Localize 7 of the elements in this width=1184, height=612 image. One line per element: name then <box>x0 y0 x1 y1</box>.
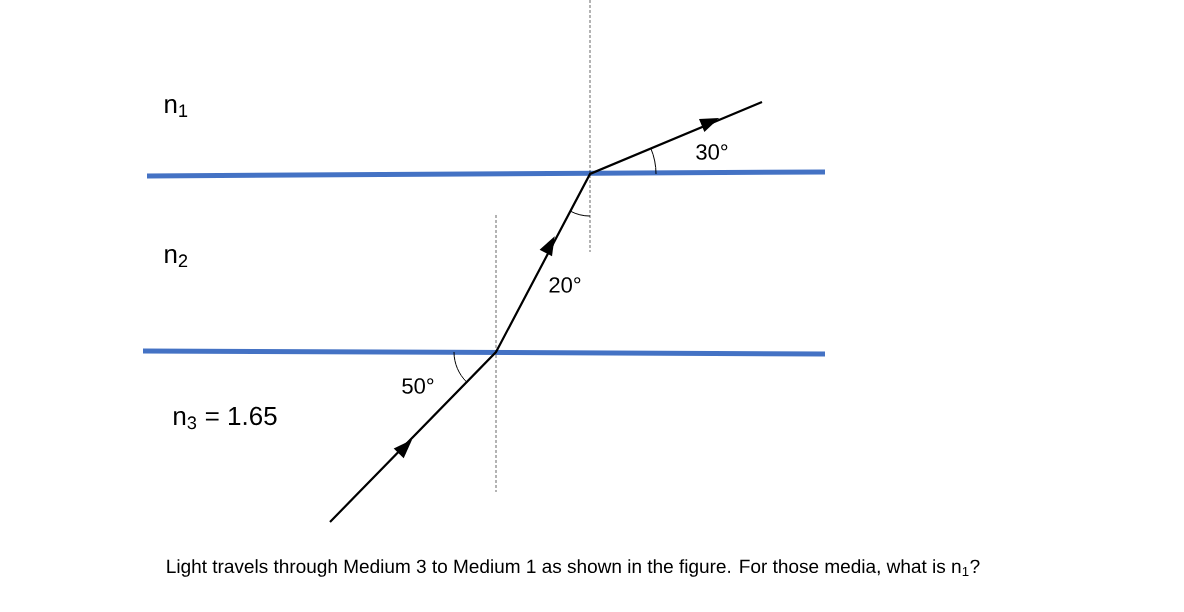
angle-label: 30° <box>696 144 728 160</box>
caption: Light travels through Medium 3 to Medium 1 as shown in the figure. For those media, what is n$_{1}$? <box>167 559 980 577</box>
medium-label: n$_{2}$ <box>165 248 188 268</box>
medium-label: n$_{3}$ = 1.65 <box>174 406 277 430</box>
medium-label: n$_{1}$ <box>165 99 188 117</box>
angle-label: 20° <box>549 277 581 293</box>
angle-label: 50° <box>402 378 434 394</box>
